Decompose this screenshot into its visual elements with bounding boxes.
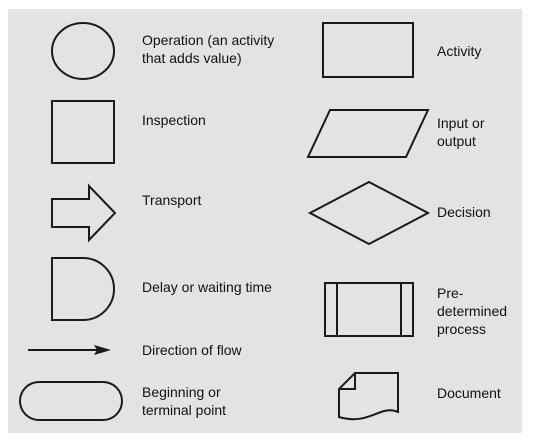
terminal-label: Beginning or terminal point (142, 384, 227, 418)
predetermined-label: Pre- determined process (437, 285, 508, 337)
legend-panel (8, 9, 522, 433)
transport-label: Transport (142, 192, 202, 208)
operation-symbol (51, 22, 115, 80)
document-symbol (338, 372, 399, 421)
direction-label: Direction of flow (142, 342, 242, 358)
activity-label: Activity (437, 43, 482, 59)
decision-symbol (307, 180, 431, 246)
document-fold (339, 373, 356, 390)
delay-label: Delay or waiting time (142, 279, 272, 295)
delay-symbol (51, 257, 115, 321)
inspection-label: Inspection (142, 112, 206, 128)
io-symbol (306, 109, 430, 158)
activity-symbol (322, 22, 414, 78)
document-label: Document (437, 385, 501, 401)
inspection-symbol (51, 100, 115, 164)
io-label: Input or output (437, 115, 485, 149)
flow-arrowhead (94, 345, 111, 355)
decision-label: Decision (437, 204, 491, 220)
transport-symbol (51, 183, 117, 243)
terminal-symbol (19, 381, 123, 421)
predetermined-process-symbol (324, 282, 414, 337)
operation-label: Operation (an activity that adds value) (142, 32, 275, 66)
